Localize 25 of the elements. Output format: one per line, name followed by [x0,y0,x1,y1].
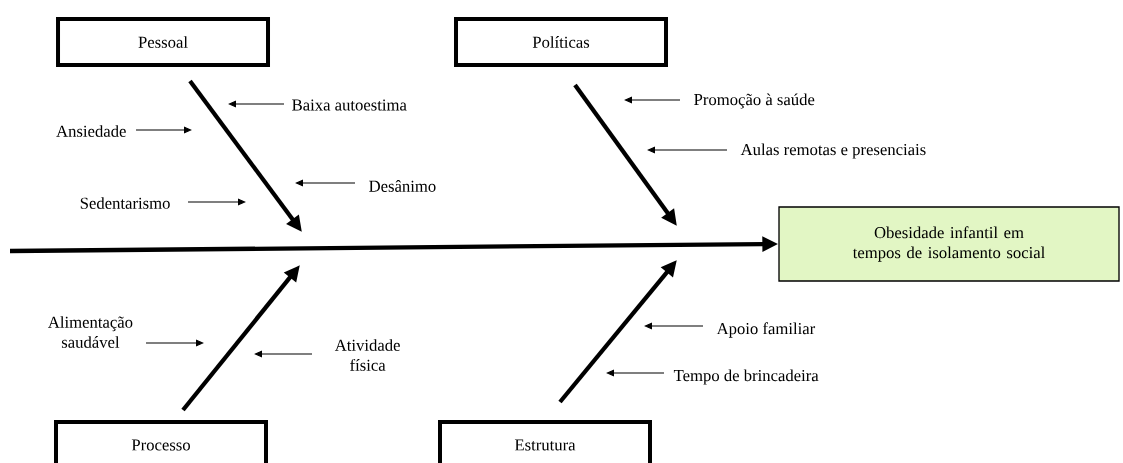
cause-label: Promoção à saúde [694,93,815,109]
cause-label: Baixa autoestima [292,99,407,111]
category-box: Pessoal [56,17,270,67]
cause-label: Alimentação saudável [48,316,133,348]
arrow [135,126,192,134]
cause-label: Ansiedade [56,125,126,137]
cause-label: Aulas remotas e presenciais [740,143,926,159]
cause-label: Atividade física [334,339,400,371]
arrow [228,100,285,108]
category-box: Políticas [454,17,668,67]
cause-label: Apoio familiar [716,322,816,338]
arrow [254,350,313,358]
category-box: Estrutura [438,420,652,463]
arrow [644,322,704,330]
cause-label: Desânimo [369,180,436,192]
category-box: Processo [54,420,268,463]
arrow [624,96,681,104]
cause-label: Tempo de brincadeira [673,369,819,385]
arrow [647,146,728,154]
cause-label: Sedentarismo [80,197,170,209]
arrow [295,179,356,187]
arrow [606,369,665,377]
effect-box: Obesidade infantil em tempos de isolamento social [778,206,1120,282]
arrow [145,339,204,347]
arrow [187,198,246,206]
